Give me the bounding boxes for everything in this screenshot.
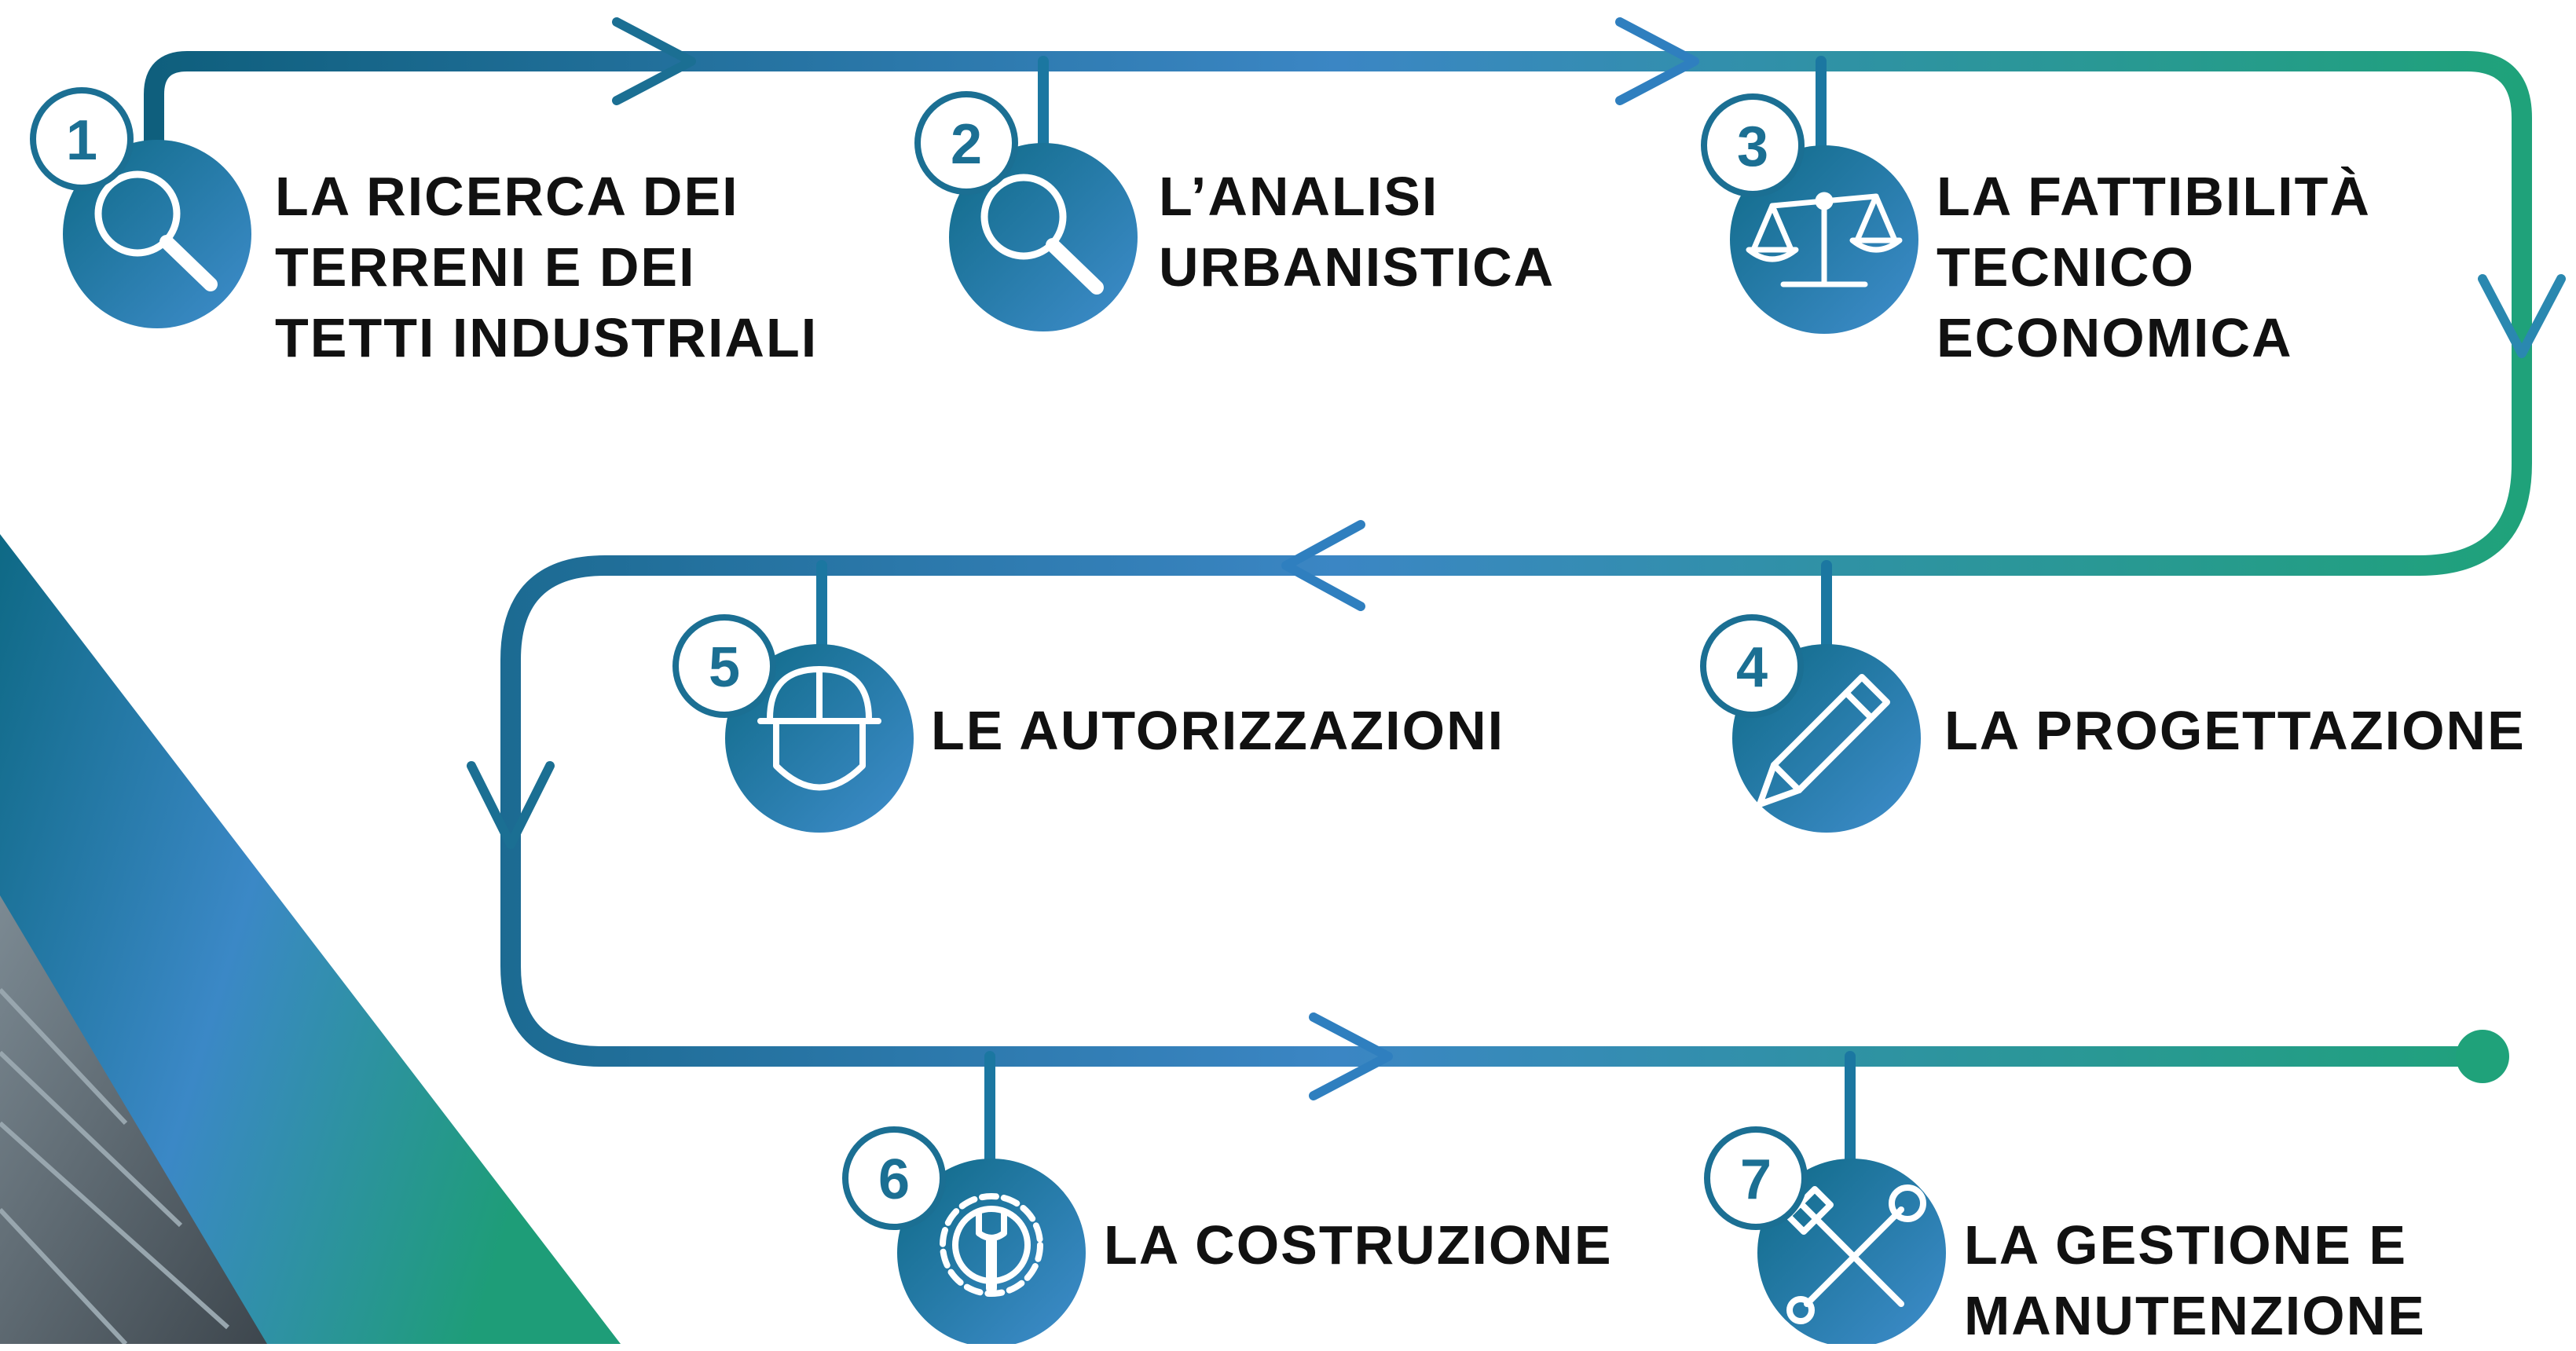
- step-number: 6: [878, 1148, 910, 1211]
- title-line: URBANISTICA: [1159, 236, 1555, 298]
- arrow-right-icon: [1615, 17, 1699, 105]
- title-line: TERRENI E DEI: [275, 236, 696, 298]
- title-line: LA RICERCA DEI: [275, 166, 739, 227]
- step-7: 7: [1704, 1126, 1946, 1344]
- step-6-title: LA COSTRUZIONE: [1104, 1210, 1613, 1280]
- step-2-title: L’ANALISI URBANISTICA: [1159, 161, 1555, 302]
- step-4-title: LA PROGETTAZIONE: [1944, 695, 2526, 766]
- title-line: MANUTENZIONE: [1964, 1285, 2426, 1346]
- step-number: 1: [66, 109, 97, 172]
- step-2: 2: [914, 91, 1138, 331]
- title-line: ECONOMICA: [1937, 307, 2293, 368]
- step-3-title: LA FATTIBILITÀ TECNICO ECONOMICA: [1937, 161, 2371, 373]
- arrow-right-icon: [612, 17, 696, 105]
- title-line: LE AUTORIZZAZIONI: [931, 700, 1505, 761]
- corner-decoration: [0, 534, 621, 1344]
- step-number-badge: [30, 87, 134, 191]
- step-5: 5: [672, 614, 914, 833]
- title-line: TECNICO: [1937, 236, 2195, 298]
- title-line: LA FATTIBILITÀ: [1937, 166, 2371, 227]
- step-number: 7: [1740, 1148, 1772, 1211]
- step-number: 2: [951, 113, 982, 176]
- arrow-right-icon: [1309, 1012, 1393, 1100]
- arrow-down-icon: [2478, 274, 2566, 358]
- step-number-badge: [914, 91, 1018, 195]
- step-number-badge: [842, 1126, 946, 1230]
- step-3: 3: [1701, 93, 1918, 334]
- arrow-left-icon: [1281, 520, 1365, 611]
- flow-path: [144, 51, 2532, 1067]
- pencil-icon: [1757, 674, 1890, 807]
- step-7-title: LA GESTIONE E MANUTENZIONE: [1964, 1210, 2426, 1351]
- step-connectors: [816, 56, 1856, 1168]
- step-number-badge: [672, 614, 776, 718]
- step-number: 3: [1737, 115, 1768, 178]
- hard-hat-icon: [757, 666, 881, 791]
- step-5-title: LE AUTORIZZAZIONI: [931, 695, 1504, 766]
- flow-end-dot: [2456, 1030, 2509, 1083]
- step-4: 4: [1700, 614, 1921, 833]
- step-1: 1: [30, 87, 251, 328]
- title-line: LA GESTIONE E: [1964, 1214, 2408, 1276]
- title-line: L’ANALISI: [1159, 166, 1439, 227]
- title-line: LA COSTRUZIONE: [1104, 1214, 1613, 1276]
- step-number-badge: [1701, 93, 1805, 197]
- step-number-badge: [1704, 1126, 1808, 1230]
- step-number: 5: [709, 636, 740, 699]
- step-number-badge: [1700, 614, 1804, 718]
- arrow-down-icon: [467, 761, 555, 849]
- title-line: TETTI INDUSTRIALI: [275, 307, 819, 368]
- magnifier-icon: [980, 174, 1104, 295]
- gear-wrench-icon: [940, 1193, 1043, 1297]
- hammer-wrench-icon: [1785, 1184, 1926, 1324]
- step-6: 6: [842, 1126, 1086, 1344]
- step-number: 4: [1736, 636, 1768, 699]
- magnifier-icon: [94, 170, 218, 291]
- step-1-title: LA RICERCA DEI TERRENI E DEI TETTI INDUS…: [275, 161, 818, 373]
- balance-scale-icon: [1746, 192, 1903, 287]
- title-line: LA PROGETTAZIONE: [1944, 700, 2526, 761]
